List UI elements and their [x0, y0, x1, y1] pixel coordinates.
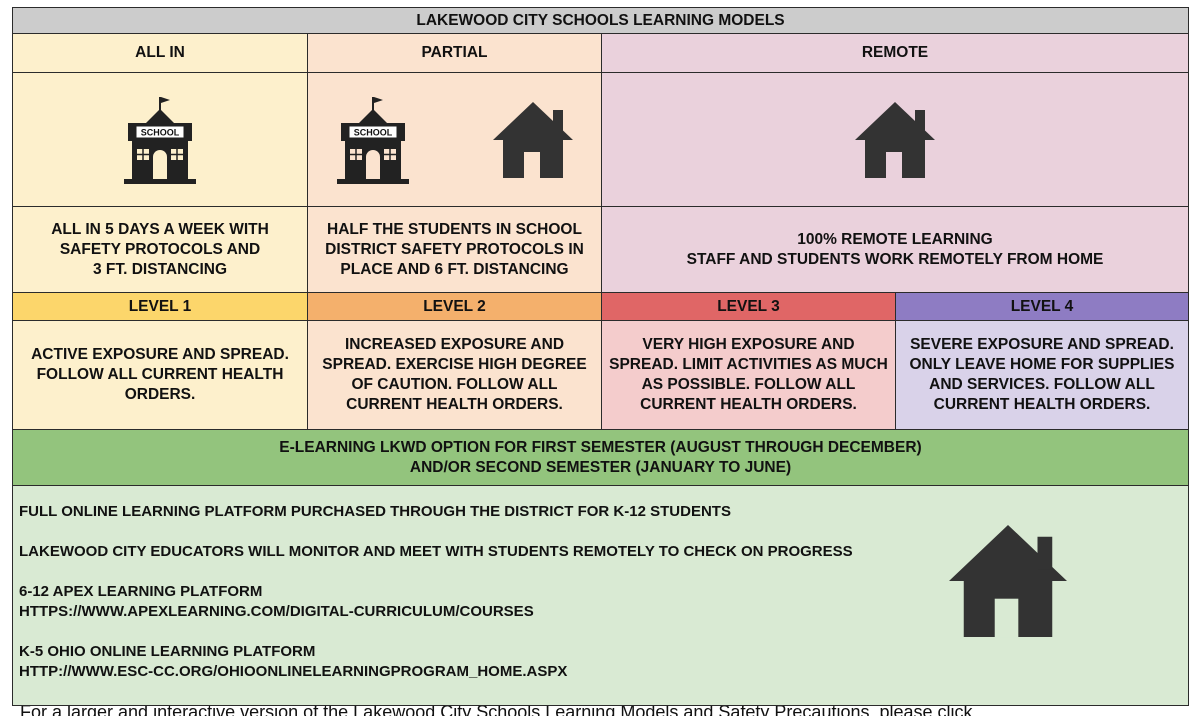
house-icon [855, 101, 935, 178]
school-sign-text: SCHOOL [141, 127, 180, 137]
school-icon: SCHOOL [336, 96, 409, 184]
model-icon-remote [601, 72, 1189, 207]
model-description-remote: 100% REMOTE LEARNING STAFF AND STUDENTS … [601, 206, 1189, 293]
level-header-4: LEVEL 4 [895, 292, 1189, 321]
model-header-all-in: ALL IN [12, 33, 308, 73]
elearning-header: E-LEARNING LKWD OPTION FOR FIRST SEMESTE… [12, 429, 1189, 486]
model-description-partial: HALF THE STUDENTS IN SCHOOL DISTRICT SAF… [307, 206, 602, 293]
elearning-text-block: FULL ONLINE LEARNING PLATFORM PURCHASED … [19, 502, 853, 682]
level-text-2: INCREASED EXPOSURE AND SPREAD. EXERCISE … [307, 320, 602, 430]
ohio-platform-url[interactable]: HTTP://WWW.ESC-CC.ORG/OHIOONLINELEARNING… [19, 663, 568, 680]
level-header-1: LEVEL 1 [12, 292, 308, 321]
model-icon-all-in: SCHOOL [12, 72, 308, 207]
level-header-3: LEVEL 3 [601, 292, 896, 321]
page-title: LAKEWOOD CITY SCHOOLS LEARNING MODELS [12, 7, 1189, 34]
elearning-line-educators: LAKEWOOD CITY EDUCATORS WILL MONITOR AND… [19, 543, 853, 560]
elearning-details: FULL ONLINE LEARNING PLATFORM PURCHASED … [12, 485, 1189, 706]
house-icon [492, 101, 573, 178]
model-header-remote: REMOTE [601, 33, 1189, 73]
model-description-all-in: ALL IN 5 DAYS A WEEK WITH SAFETY PROTOCO… [12, 206, 308, 293]
footer-caption: For a larger and interactive version of … [20, 706, 1190, 716]
elearning-line-platform: FULL ONLINE LEARNING PLATFORM PURCHASED … [19, 503, 731, 520]
apex-platform-title: 6-12 APEX LEARNING PLATFORM [19, 583, 263, 600]
model-header-partial: PARTIAL [307, 33, 602, 73]
ohio-platform-title: K-5 OHIO ONLINE LEARNING PLATFORM [19, 643, 316, 660]
level-text-3: VERY HIGH EXPOSURE AND SPREAD. LIMIT ACT… [601, 320, 896, 430]
level-header-2: LEVEL 2 [307, 292, 602, 321]
level-text-4: SEVERE EXPOSURE AND SPREAD. ONLY LEAVE H… [895, 320, 1189, 430]
apex-platform-url[interactable]: HTTPS://WWW.APEXLEARNING.COM/DIGITAL-CUR… [19, 603, 534, 620]
model-icon-partial: SCHOOL [307, 72, 602, 207]
school-icon: SCHOOL [124, 96, 196, 184]
level-text-1: ACTIVE EXPOSURE AND SPREAD. FOLLOW ALL C… [12, 320, 308, 430]
house-icon [949, 524, 1067, 638]
footer-text: For a larger and interactive version of … [20, 706, 973, 716]
school-sign-text: SCHOOL [353, 127, 392, 137]
